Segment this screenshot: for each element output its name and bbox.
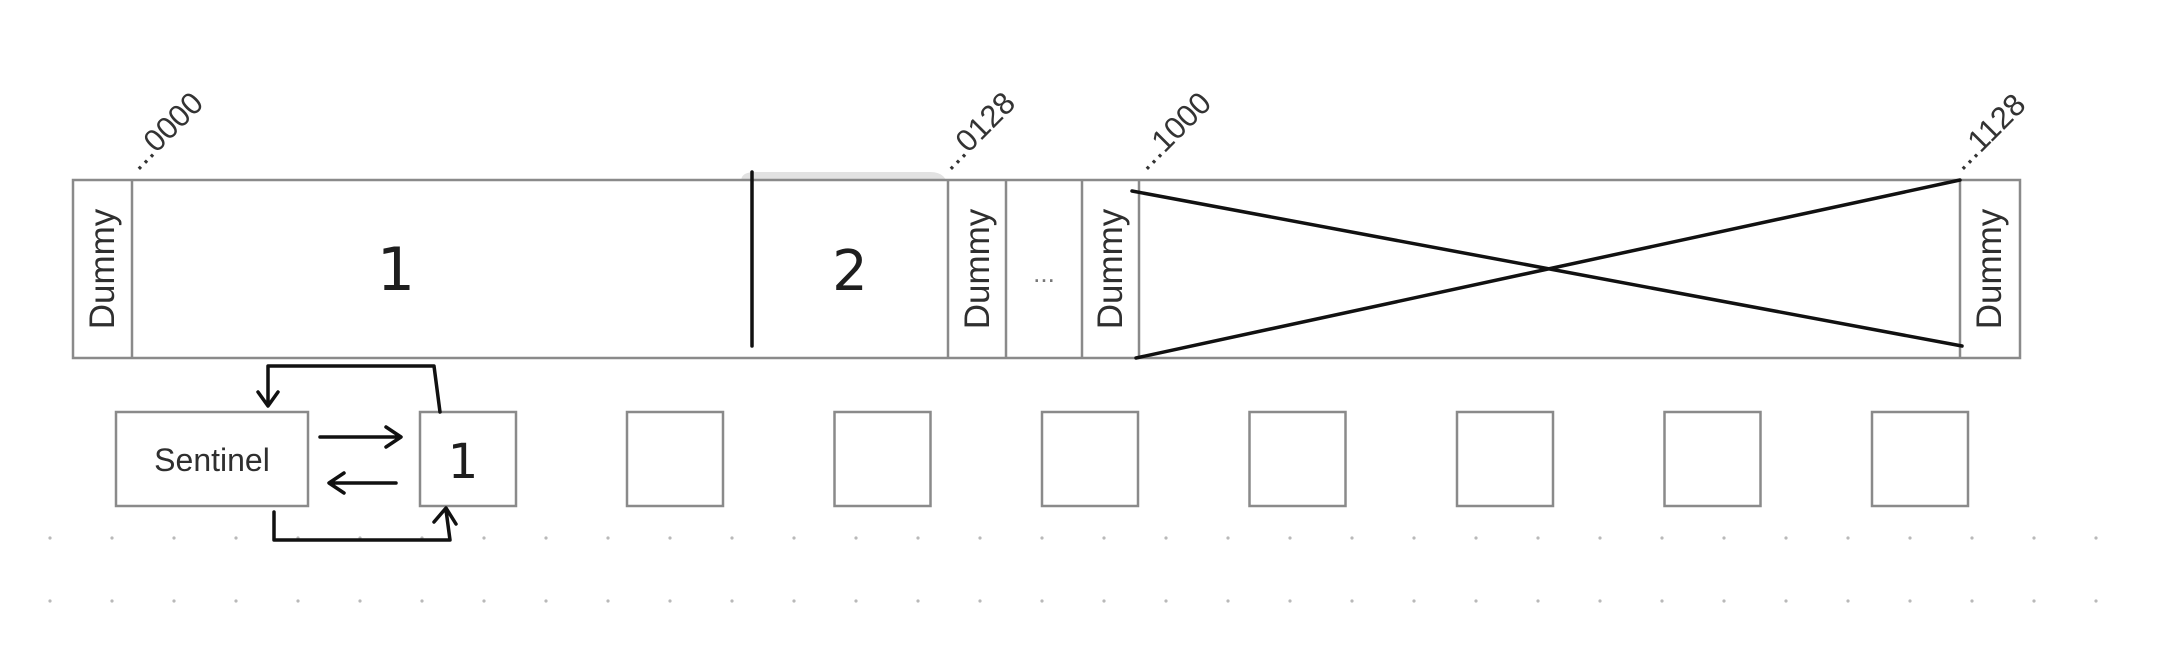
dummy-before-freed-label: Dummy: [1091, 208, 1130, 329]
grid-dot: [172, 536, 176, 540]
grid-dot: [544, 599, 548, 603]
grid-dot: [234, 536, 238, 540]
free-list-node-empty: [1455, 410, 1555, 508]
grid-dot: [1288, 536, 1292, 540]
free-list-node-empty: [1040, 410, 1140, 508]
grid-dot: [668, 599, 672, 603]
grid-dot: [1474, 599, 1478, 603]
dummy-end-label: Dummy: [1970, 208, 2009, 329]
grid-dot: [110, 536, 114, 540]
grid-dot: [1908, 536, 1912, 540]
grid-dot: [730, 536, 734, 540]
grid-dot: [1846, 599, 1850, 603]
grid-dot: [1846, 536, 1850, 540]
grid-dot: [1226, 599, 1230, 603]
grid-dot: [2032, 536, 2036, 540]
block-2-label: 2: [832, 239, 868, 304]
sentinel-label: Sentinel: [154, 442, 270, 478]
arrow-node-1-prev-loop: [256, 364, 442, 414]
grid-dot: [978, 599, 982, 603]
grid-dot: [1412, 536, 1416, 540]
memory-strip: [71, 178, 2022, 360]
grid-dot: [48, 599, 52, 603]
grid-dot: [1164, 599, 1168, 603]
grid-dot: [1722, 599, 1726, 603]
arrow-sentinel-to-node-1: [318, 425, 403, 449]
arrow-node-1-to-sentinel: [327, 471, 398, 495]
freed-block-cross-2: [1134, 178, 1962, 360]
grid-dot: [730, 599, 734, 603]
grid-dot: [668, 536, 672, 540]
empty-free-list-nodes: [625, 410, 1970, 508]
grid-dot: [1226, 536, 1230, 540]
grid-dot: [854, 536, 858, 540]
sentinel-node: [114, 410, 310, 508]
grid-dot: [296, 599, 300, 603]
grid-dot: [482, 536, 486, 540]
grid-dot: [358, 599, 362, 603]
free-list-node-empty: [625, 410, 725, 508]
grid-dot: [978, 536, 982, 540]
grid-dot: [916, 536, 920, 540]
grid-dot: [1040, 536, 1044, 540]
grid-dot: [2032, 599, 2036, 603]
grid-dot: [1598, 599, 1602, 603]
grid-dot: [2094, 599, 2098, 603]
grid-dot: [1784, 536, 1788, 540]
grid-dot: [792, 536, 796, 540]
grid-dot: [420, 599, 424, 603]
grid-dot: [544, 536, 548, 540]
grid-dot: [792, 599, 796, 603]
grid-dot: [1722, 536, 1726, 540]
free-list-node-1: [418, 410, 518, 508]
grid-dot: [1784, 599, 1788, 603]
grid-dot: [606, 599, 610, 603]
grid-dot: [234, 599, 238, 603]
arrow-sentinel-next-loop: [272, 506, 458, 542]
grid-dot: [172, 599, 176, 603]
free-list-node-1-label: 1: [448, 434, 479, 490]
dummy-after-block-2-label: Dummy: [958, 208, 997, 329]
grid-dot: [1536, 536, 1540, 540]
grid-dot: [110, 599, 114, 603]
grid-dot: [1474, 536, 1478, 540]
grid-dot: [854, 599, 858, 603]
grid-dot: [1102, 599, 1106, 603]
grid-dot: [1598, 536, 1602, 540]
grid-dot: [1288, 599, 1292, 603]
grid-dot: [48, 536, 52, 540]
grid-dot: [1660, 536, 1664, 540]
grid-dot: [1970, 599, 1974, 603]
grid-dot: [1350, 599, 1354, 603]
free-list-node-empty: [833, 410, 932, 508]
grid-dot: [1102, 536, 1106, 540]
grid-dot: [606, 536, 610, 540]
grid-dot: [1164, 536, 1168, 540]
address-label-1128: ...1128: [1942, 87, 2032, 177]
grid-dot: [1350, 536, 1354, 540]
dummy-start-label: Dummy: [83, 208, 122, 329]
free-list-node-empty: [1870, 410, 1970, 508]
ellipsis-label: ...: [1033, 258, 1055, 288]
grid-dot: [1908, 599, 1912, 603]
grid-dot: [916, 599, 920, 603]
address-label-1000: ...1000: [1126, 85, 1218, 177]
free-list-node-empty: [1248, 410, 1347, 508]
grid-dot: [1040, 599, 1044, 603]
dot-grid: [48, 536, 2098, 603]
grid-dot: [482, 599, 486, 603]
grid-dot: [1970, 536, 1974, 540]
grid-dot: [1660, 599, 1664, 603]
block-1-label: 1: [377, 235, 415, 305]
address-label-0128: ...0128: [930, 85, 1022, 177]
grid-dot: [2094, 536, 2098, 540]
address-label-0000: ...0000: [118, 85, 210, 177]
grid-dot: [1536, 599, 1540, 603]
grid-dot: [1412, 599, 1416, 603]
free-list-node-empty: [1663, 410, 1762, 508]
